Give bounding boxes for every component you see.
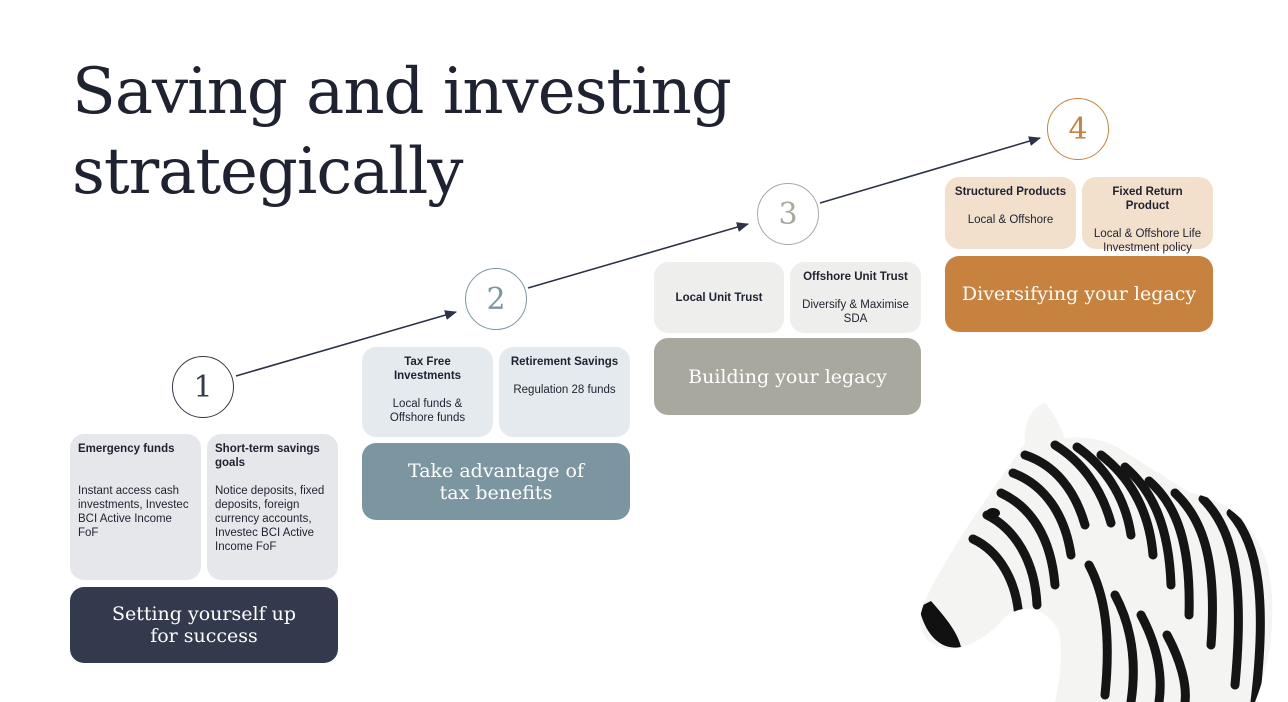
arrow-1-to-2: [235, 310, 457, 377]
step-1-card-short-term-savings: Short-term savings goals Notice deposits…: [207, 434, 338, 580]
step-4-card-structured-products: Structured Products Local & Offshore: [945, 177, 1076, 249]
card-body: Regulation 28 funds: [513, 384, 616, 396]
card-heading: Offshore Unit Trust: [803, 271, 908, 283]
card-body: Local funds & Offshore funds: [389, 398, 466, 424]
step-2-banner: Take advantage of tax benefits: [362, 443, 630, 520]
step-1-banner: Setting yourself up for success: [70, 587, 338, 663]
zebra-image: [920, 403, 1273, 702]
step-1-card-emergency-funds: Emergency funds Instant access cash inve…: [70, 434, 201, 580]
card-heading: Tax Free Investments: [393, 356, 462, 382]
card-heading: Local Unit Trust: [675, 291, 763, 304]
step-4-banner: Diversifying your legacy: [945, 256, 1213, 332]
title-line-1: Saving and investing: [72, 55, 732, 129]
arrow-3-to-4: [819, 136, 1041, 204]
card-body: Instant access cash investments, Investe…: [78, 485, 189, 539]
step-2-card-tax-free: Tax Free Investments Local funds & Offsh…: [362, 347, 493, 437]
card-heading: Retirement Savings: [510, 356, 619, 368]
step-2-number: 2: [465, 268, 527, 330]
step-3-number: 3: [757, 183, 819, 245]
card-body: Notice deposits, fixed deposits, foreign…: [215, 485, 325, 553]
step-1-number: 1: [172, 356, 234, 418]
step-4-card-fixed-return: Fixed Return Product Local & Offshore Li…: [1082, 177, 1213, 254]
step-3-banner: Building your legacy: [654, 338, 921, 415]
card-heading: Fixed Return Product: [1112, 186, 1183, 212]
card-body: Local & Offshore: [967, 214, 1054, 226]
card-body: Diversify & Maximise SDA: [802, 299, 909, 325]
card-heading: Short-term savings goals: [215, 443, 320, 469]
step-3-card-local-unit-trust: Local Unit Trust: [654, 262, 784, 333]
card-heading: Structured Products: [954, 186, 1067, 198]
page-title: Saving and investing strategically: [72, 52, 732, 212]
card-heading: Emergency funds: [78, 443, 175, 455]
title-line-2: strategically: [72, 135, 463, 209]
arrow-2-to-3: [527, 222, 749, 289]
step-4-number: 4: [1047, 98, 1109, 160]
step-2-card-retirement: Retirement Savings Regulation 28 funds: [499, 347, 630, 437]
step-3-card-offshore-unit-trust: Offshore Unit Trust Diversify & Maximise…: [790, 262, 921, 333]
card-body: Local & Offshore Life Investment policy: [1093, 228, 1202, 254]
